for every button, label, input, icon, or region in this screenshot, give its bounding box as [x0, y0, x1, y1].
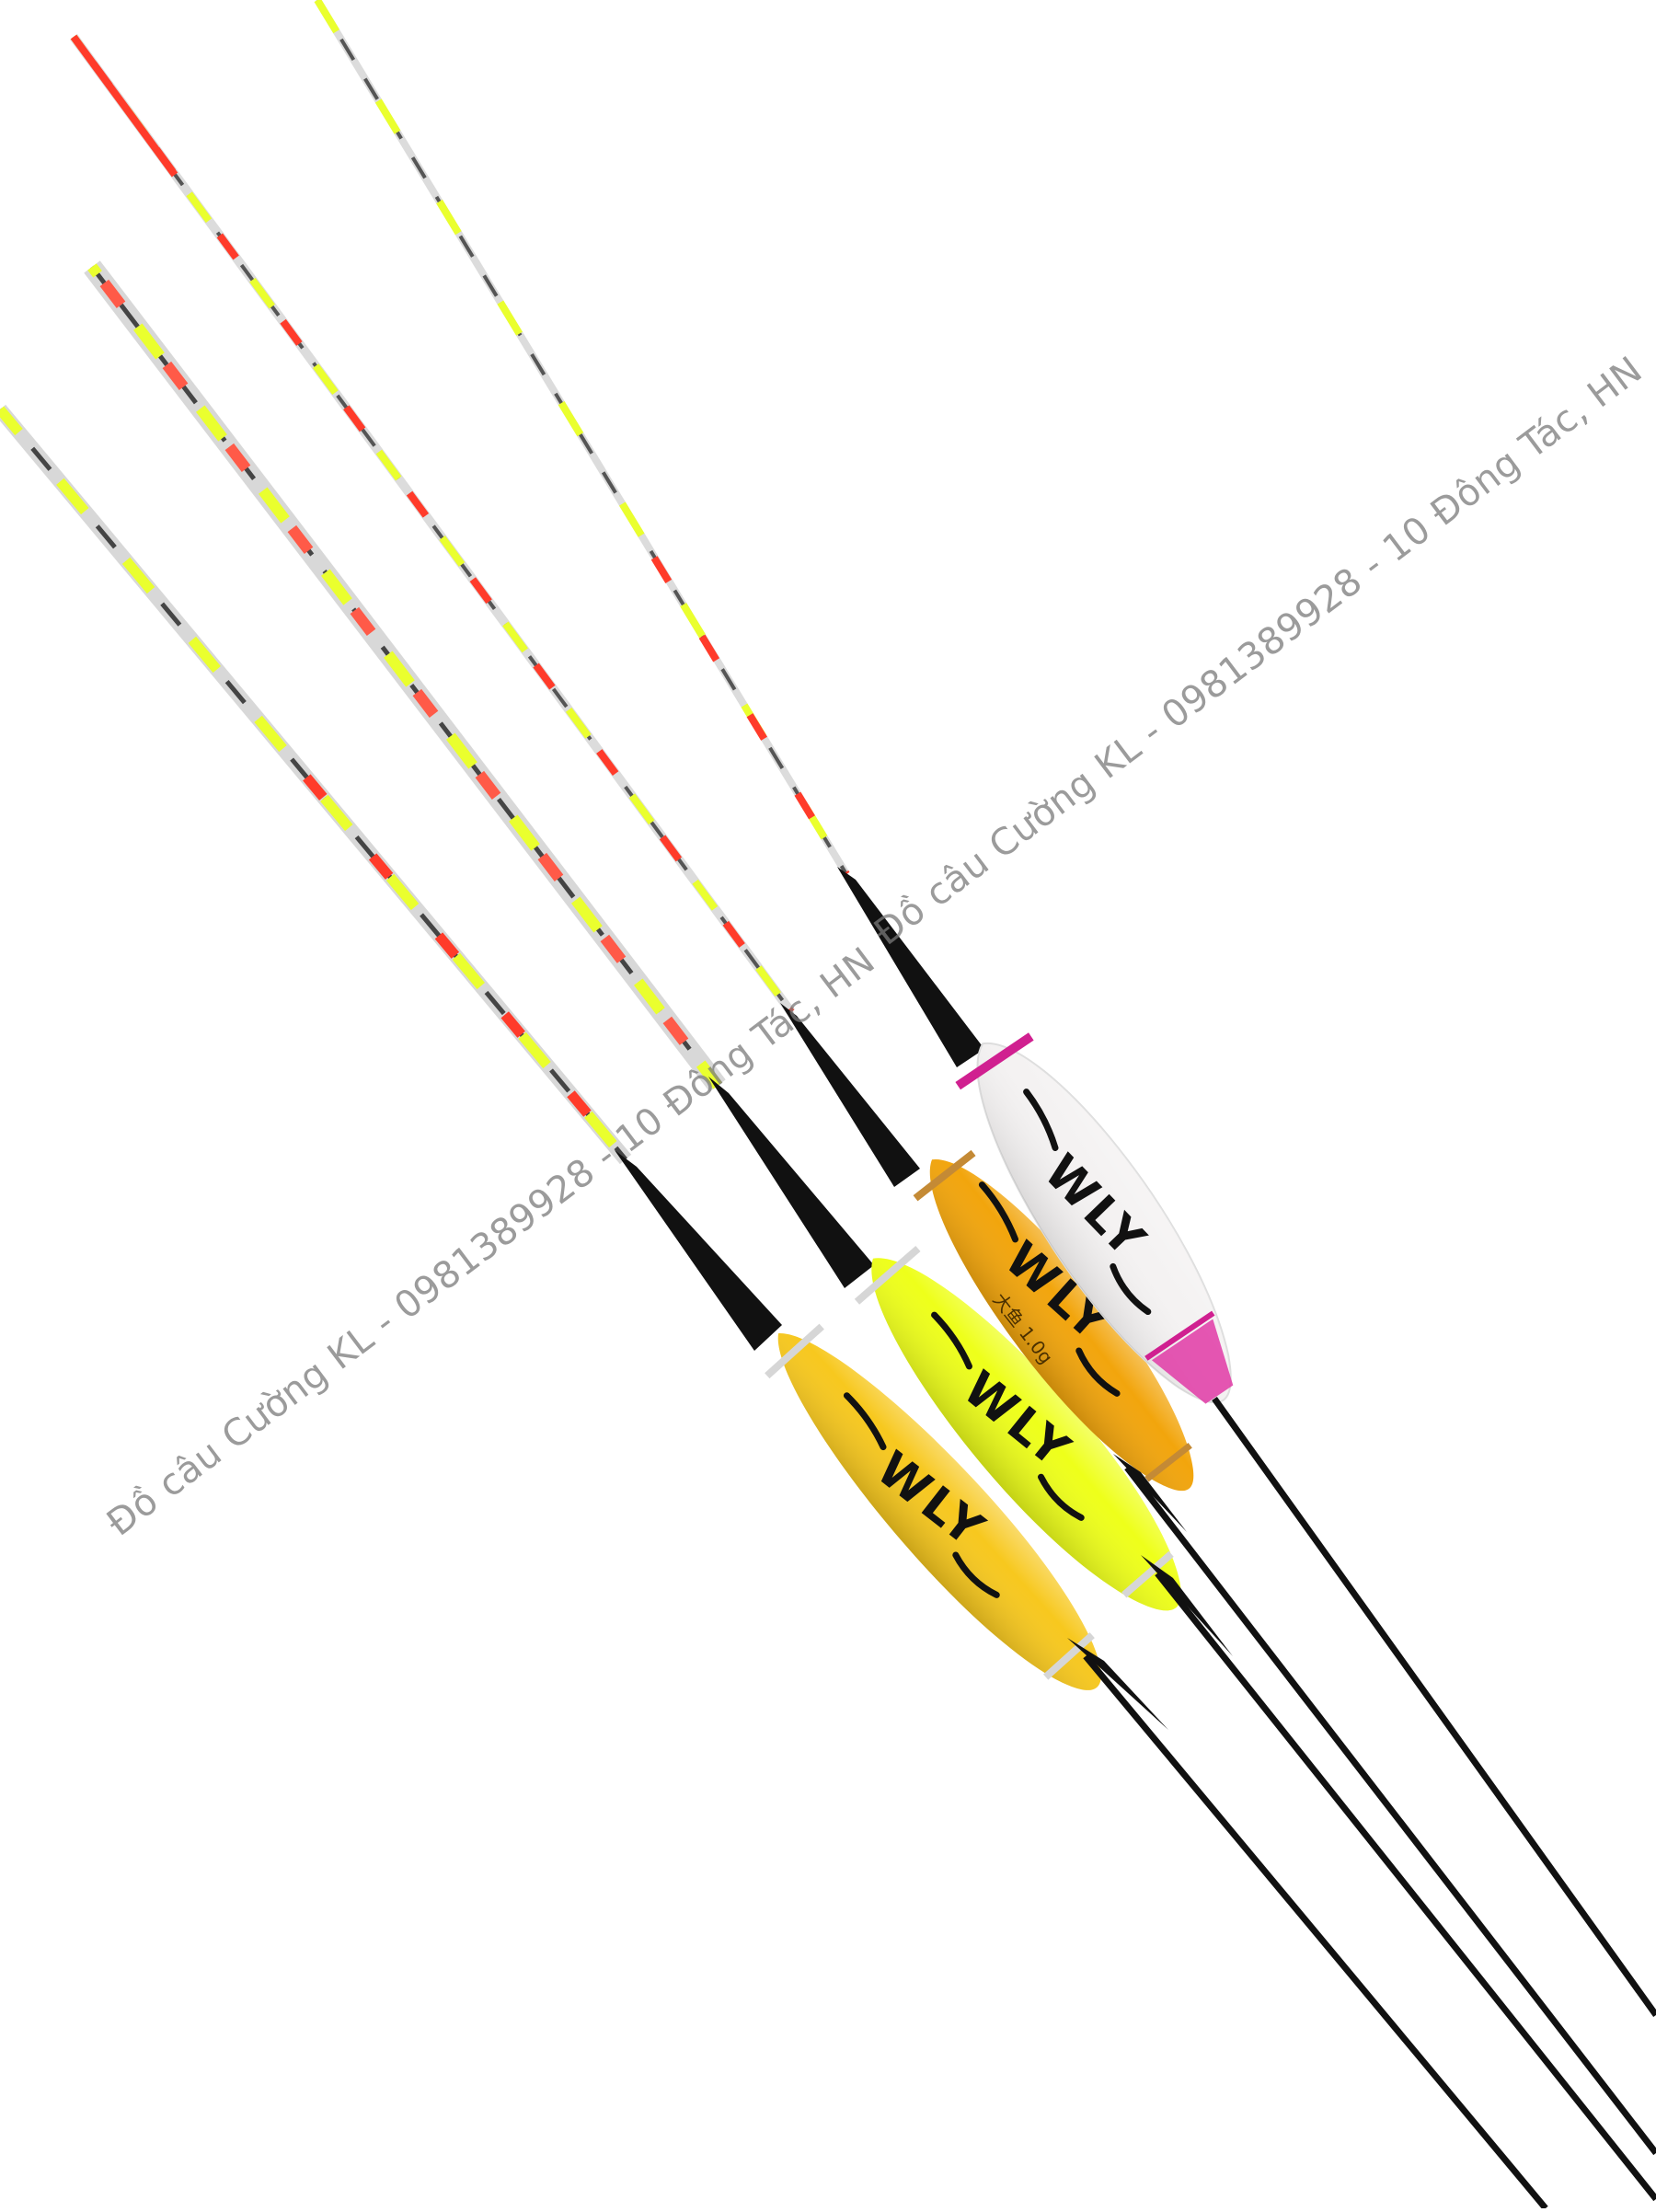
float-2-antenna	[84, 260, 726, 1092]
float-4-antenna	[314, 0, 850, 877]
float-3-stem	[1124, 1465, 1656, 2156]
float-4-shoulder	[837, 867, 984, 1067]
float-3-band-bottom	[1144, 1443, 1192, 1482]
float-1-band-top	[765, 1323, 824, 1379]
float-3: WLY 大鱼 1.0g	[69, 34, 1656, 2156]
float-3-antenna	[69, 34, 796, 1015]
float-2-band-top	[854, 1245, 921, 1305]
float-4-tip-glitter	[1151, 1319, 1234, 1404]
float-2-band-bottom	[1121, 1550, 1174, 1598]
float-2-stem	[1155, 1571, 1656, 2202]
float-3-band-top	[913, 1149, 976, 1202]
float-4-band-top	[955, 1032, 1034, 1090]
float-4: WLY	[314, 0, 1656, 2018]
float-1-shoulder	[615, 1150, 782, 1351]
float-3-shoulder	[780, 1003, 920, 1187]
float-3-logo-swoosh	[978, 1181, 1019, 1243]
float-1: WLY	[0, 404, 1548, 2211]
float-4-band-bottom	[1144, 1310, 1215, 1361]
float-1-band-bottom	[1042, 1632, 1095, 1680]
float-2-logo-swoosh	[931, 1311, 972, 1370]
float-1-logo-swoosh	[843, 1392, 887, 1451]
float-2: WLY	[84, 260, 1656, 2202]
float-1-antenna	[0, 404, 632, 1165]
float-4-logo-swoosh	[1023, 1089, 1059, 1151]
float-1-stem	[1083, 1653, 1548, 2211]
float-4-stem	[1212, 1396, 1656, 2018]
float-2-shoulder	[708, 1077, 874, 1288]
